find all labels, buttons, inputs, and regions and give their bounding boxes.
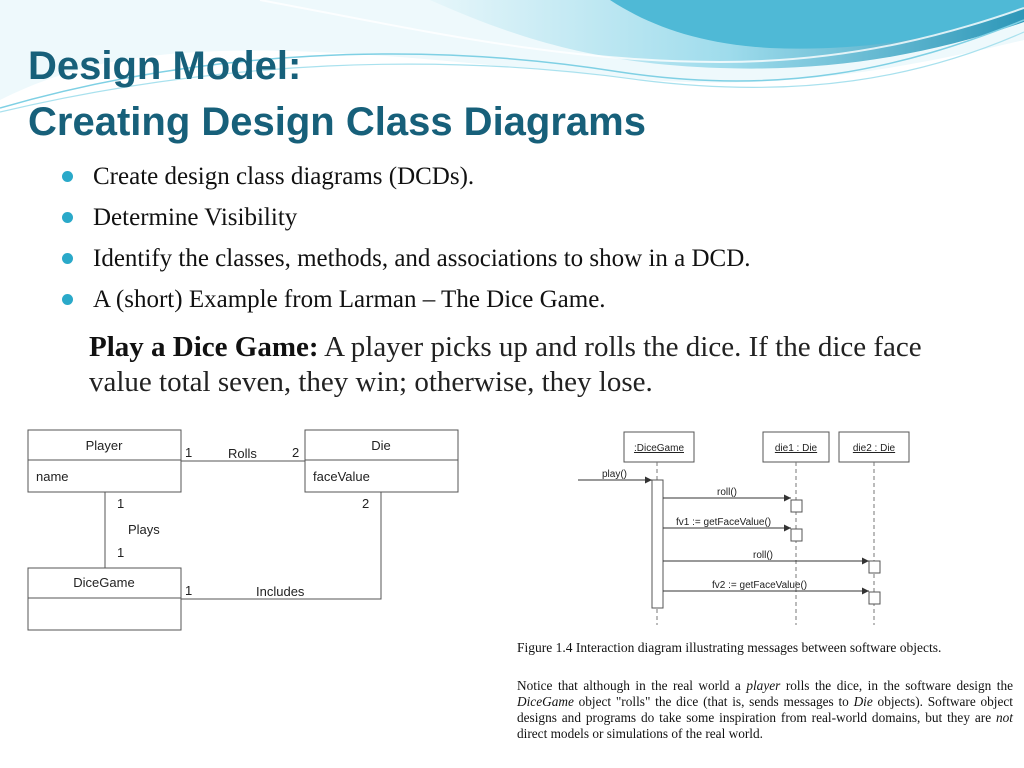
bullet-text: Identify the classes, methods, and assoc… <box>93 245 751 272</box>
die2-activation-getfacevalue <box>868 591 881 605</box>
rolls-label: Rolls <box>228 446 257 461</box>
die2-activation-roll <box>868 560 881 574</box>
die1-lifeline-head <box>762 431 830 463</box>
bullet-list: Create design class diagrams (DCDs). Det… <box>62 158 751 322</box>
notice-emphasis: not <box>996 710 1013 725</box>
bullet-item: Determine Visibility <box>62 199 751 240</box>
includes-association-line <box>181 492 382 600</box>
bullet-text: Create design class diagrams (DCDs). <box>93 163 475 190</box>
roll-die1-message-label: roll() <box>717 487 737 498</box>
bullet-item: Create design class diagrams (DCDs). <box>62 158 751 199</box>
header-wave-decoration <box>0 0 1024 113</box>
rolls-die-multiplicity: 2 <box>292 445 299 460</box>
roll-die2-message-label: roll() <box>753 550 773 561</box>
class-diagram: Player name Die faceValue DiceGame 1 Rol… <box>27 429 459 631</box>
bullet-item: A (short) Example from Larman – The Dice… <box>62 281 751 322</box>
getfacevalue-die1-message-label: fv1 := getFaceValue() <box>676 517 771 528</box>
die2-lifeline-label: die2 : Die <box>853 443 896 454</box>
rolls-player-multiplicity: 1 <box>185 445 192 460</box>
die-attribute: faceValue <box>313 469 370 484</box>
sequence-diagram: :DiceGame die1 : Die die2 : Die play() r… <box>578 431 910 625</box>
figure-caption: Figure 1.4 Interaction diagram illustrat… <box>517 640 942 655</box>
dice-game-text: A player picks up and rolls the dice. If… <box>89 331 922 398</box>
getfacevalue-die2-message-label: fv2 := getFaceValue() <box>712 580 807 591</box>
includes-label: Includes <box>256 584 305 599</box>
play-message-label: play() <box>602 469 627 480</box>
includes-die-multiplicity: 2 <box>362 496 369 511</box>
dicegame-lifeline-head <box>623 431 695 463</box>
notice-text: rolls the dice, in the software design t… <box>780 678 1013 693</box>
bullet-text: Determine Visibility <box>93 204 298 231</box>
plays-player-multiplicity: 1 <box>117 496 124 511</box>
notice-text: object "rolls" the dice (that is, sends … <box>573 694 854 709</box>
plays-label: Plays <box>128 522 160 537</box>
bullet-dot-icon <box>62 294 73 305</box>
dice-game-label: Play a Dice Game: <box>89 331 319 363</box>
player-attribute: name <box>36 469 69 484</box>
slide-title: Design Model: Creating Design Class Diag… <box>28 38 646 150</box>
includes-dicegame-multiplicity: 1 <box>185 583 192 598</box>
player-class-name: Player <box>86 438 124 453</box>
notice-emphasis: DiceGame <box>517 694 574 709</box>
dicegame-class-name: DiceGame <box>73 575 134 590</box>
title-line-1: Design Model: <box>28 44 302 88</box>
die-class-name: Die <box>371 438 391 453</box>
plays-dicegame-multiplicity: 1 <box>117 545 124 560</box>
dicegame-lifeline-label: :DiceGame <box>634 443 684 454</box>
title-line-2: Creating Design Class Diagrams <box>28 100 646 144</box>
die1-activation-getfacevalue <box>790 528 803 542</box>
dicegame-activation <box>651 479 664 609</box>
bullet-text: A (short) Example from Larman – The Dice… <box>93 286 606 313</box>
notice-text: direct models or simulations of the real… <box>517 726 763 741</box>
notice-emphasis: Die <box>853 694 873 709</box>
notice-paragraph: Notice that although in the real world a… <box>517 678 1013 742</box>
bullet-dot-icon <box>62 212 73 223</box>
bullet-dot-icon <box>62 171 73 182</box>
notice-text: Notice that although in the real world a <box>517 678 747 693</box>
die2-lifeline-head <box>838 431 910 463</box>
notice-emphasis: player <box>746 678 781 693</box>
dice-game-description: Play a Dice Game: A player picks up and … <box>89 330 949 400</box>
die1-activation-roll <box>790 499 803 513</box>
die1-lifeline-label: die1 : Die <box>775 443 818 454</box>
bullet-item: Identify the classes, methods, and assoc… <box>62 240 751 281</box>
bullet-dot-icon <box>62 253 73 264</box>
notice-text: objects). Software object designs and pr… <box>517 694 1013 725</box>
